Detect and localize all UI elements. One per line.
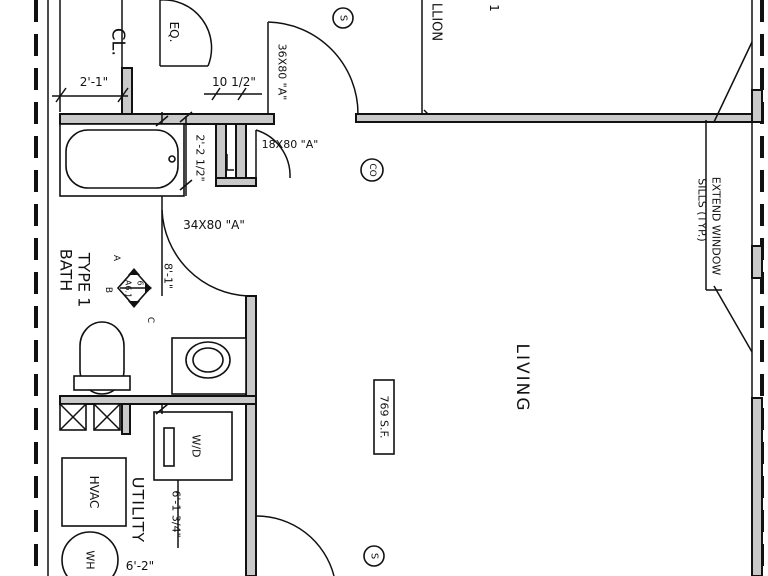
water-heater-label: WH bbox=[84, 550, 97, 569]
dimension-8-1: 8'-1" bbox=[162, 263, 175, 289]
equipment-label: EQ. bbox=[167, 22, 181, 43]
bathtub bbox=[59, 123, 185, 197]
toilet bbox=[73, 321, 131, 395]
living-area-box bbox=[373, 379, 395, 455]
linen-closet bbox=[215, 123, 291, 187]
section-number: 6 bbox=[136, 280, 145, 285]
water-heater bbox=[61, 531, 119, 576]
hvac-label: HVAC bbox=[87, 476, 101, 509]
washer-dryer-label: W/D bbox=[190, 434, 203, 457]
pipe-chase bbox=[59, 403, 131, 435]
section-sheet: A6.1 bbox=[124, 280, 133, 298]
bath-right-wall bbox=[245, 295, 257, 576]
co-detector-tag-label: CO bbox=[367, 163, 377, 176]
exterior-wall-right bbox=[713, 0, 764, 576]
utility-top-wall bbox=[59, 395, 257, 405]
bath-label: BATH bbox=[57, 249, 76, 291]
dimension-2-1: 2'-1" bbox=[80, 75, 108, 89]
living-top-wall bbox=[355, 113, 755, 123]
lavatory bbox=[171, 337, 247, 395]
bath-top-wall bbox=[59, 113, 275, 125]
dimension-6-1-3-4: 6'-1 3/4" bbox=[170, 490, 183, 537]
co-detector-tag: CO bbox=[360, 158, 384, 182]
bath-door bbox=[161, 196, 249, 297]
living-room-label: LIVING bbox=[512, 343, 532, 412]
closet-walls bbox=[59, 0, 213, 115]
exterior-wall-left bbox=[34, 0, 49, 576]
extend-window-note: EXTEND WINDOW bbox=[710, 177, 723, 276]
dimension-lines bbox=[52, 87, 722, 548]
closet-door-swing bbox=[160, 0, 213, 67]
section-c: C bbox=[145, 317, 155, 323]
closet-label: CL. bbox=[108, 28, 129, 56]
door-18x80-label: 18X80 "A" bbox=[262, 138, 319, 151]
door-36x80-label: 36X80 "A" bbox=[276, 44, 289, 101]
utility-label: UTILITY bbox=[129, 477, 148, 543]
washer-dryer bbox=[153, 411, 233, 481]
extend-sills-note: SILLS (TYP.) bbox=[696, 178, 709, 241]
door-34x80-label: 34X80 "A" bbox=[183, 218, 245, 232]
smoke-detector-tag-label: S bbox=[338, 15, 349, 21]
entry-door bbox=[267, 21, 359, 115]
dimension-6-2: 6'-2" bbox=[126, 559, 154, 573]
mullion-label: LLION bbox=[429, 3, 444, 41]
top-mark-label: 1 bbox=[487, 4, 501, 12]
living-area-label: 769 S.F. bbox=[378, 395, 391, 438]
hvac-unit bbox=[61, 457, 127, 527]
section-marker bbox=[116, 268, 152, 308]
smoke-detector-tag-bottom: S bbox=[363, 545, 385, 567]
smoke-detector-tag-top: S bbox=[332, 7, 354, 29]
section-b: B bbox=[103, 287, 113, 293]
smoke-detector-tag-label-bottom: S bbox=[369, 553, 380, 559]
section-a: A bbox=[111, 255, 121, 262]
bath-type-label: TYPE 1 bbox=[75, 252, 94, 308]
dimension-2-2-half: 2'-2 1/2" bbox=[194, 134, 207, 181]
lower-door bbox=[255, 515, 335, 576]
dimension-10-half: 10 1/2" bbox=[212, 75, 256, 89]
